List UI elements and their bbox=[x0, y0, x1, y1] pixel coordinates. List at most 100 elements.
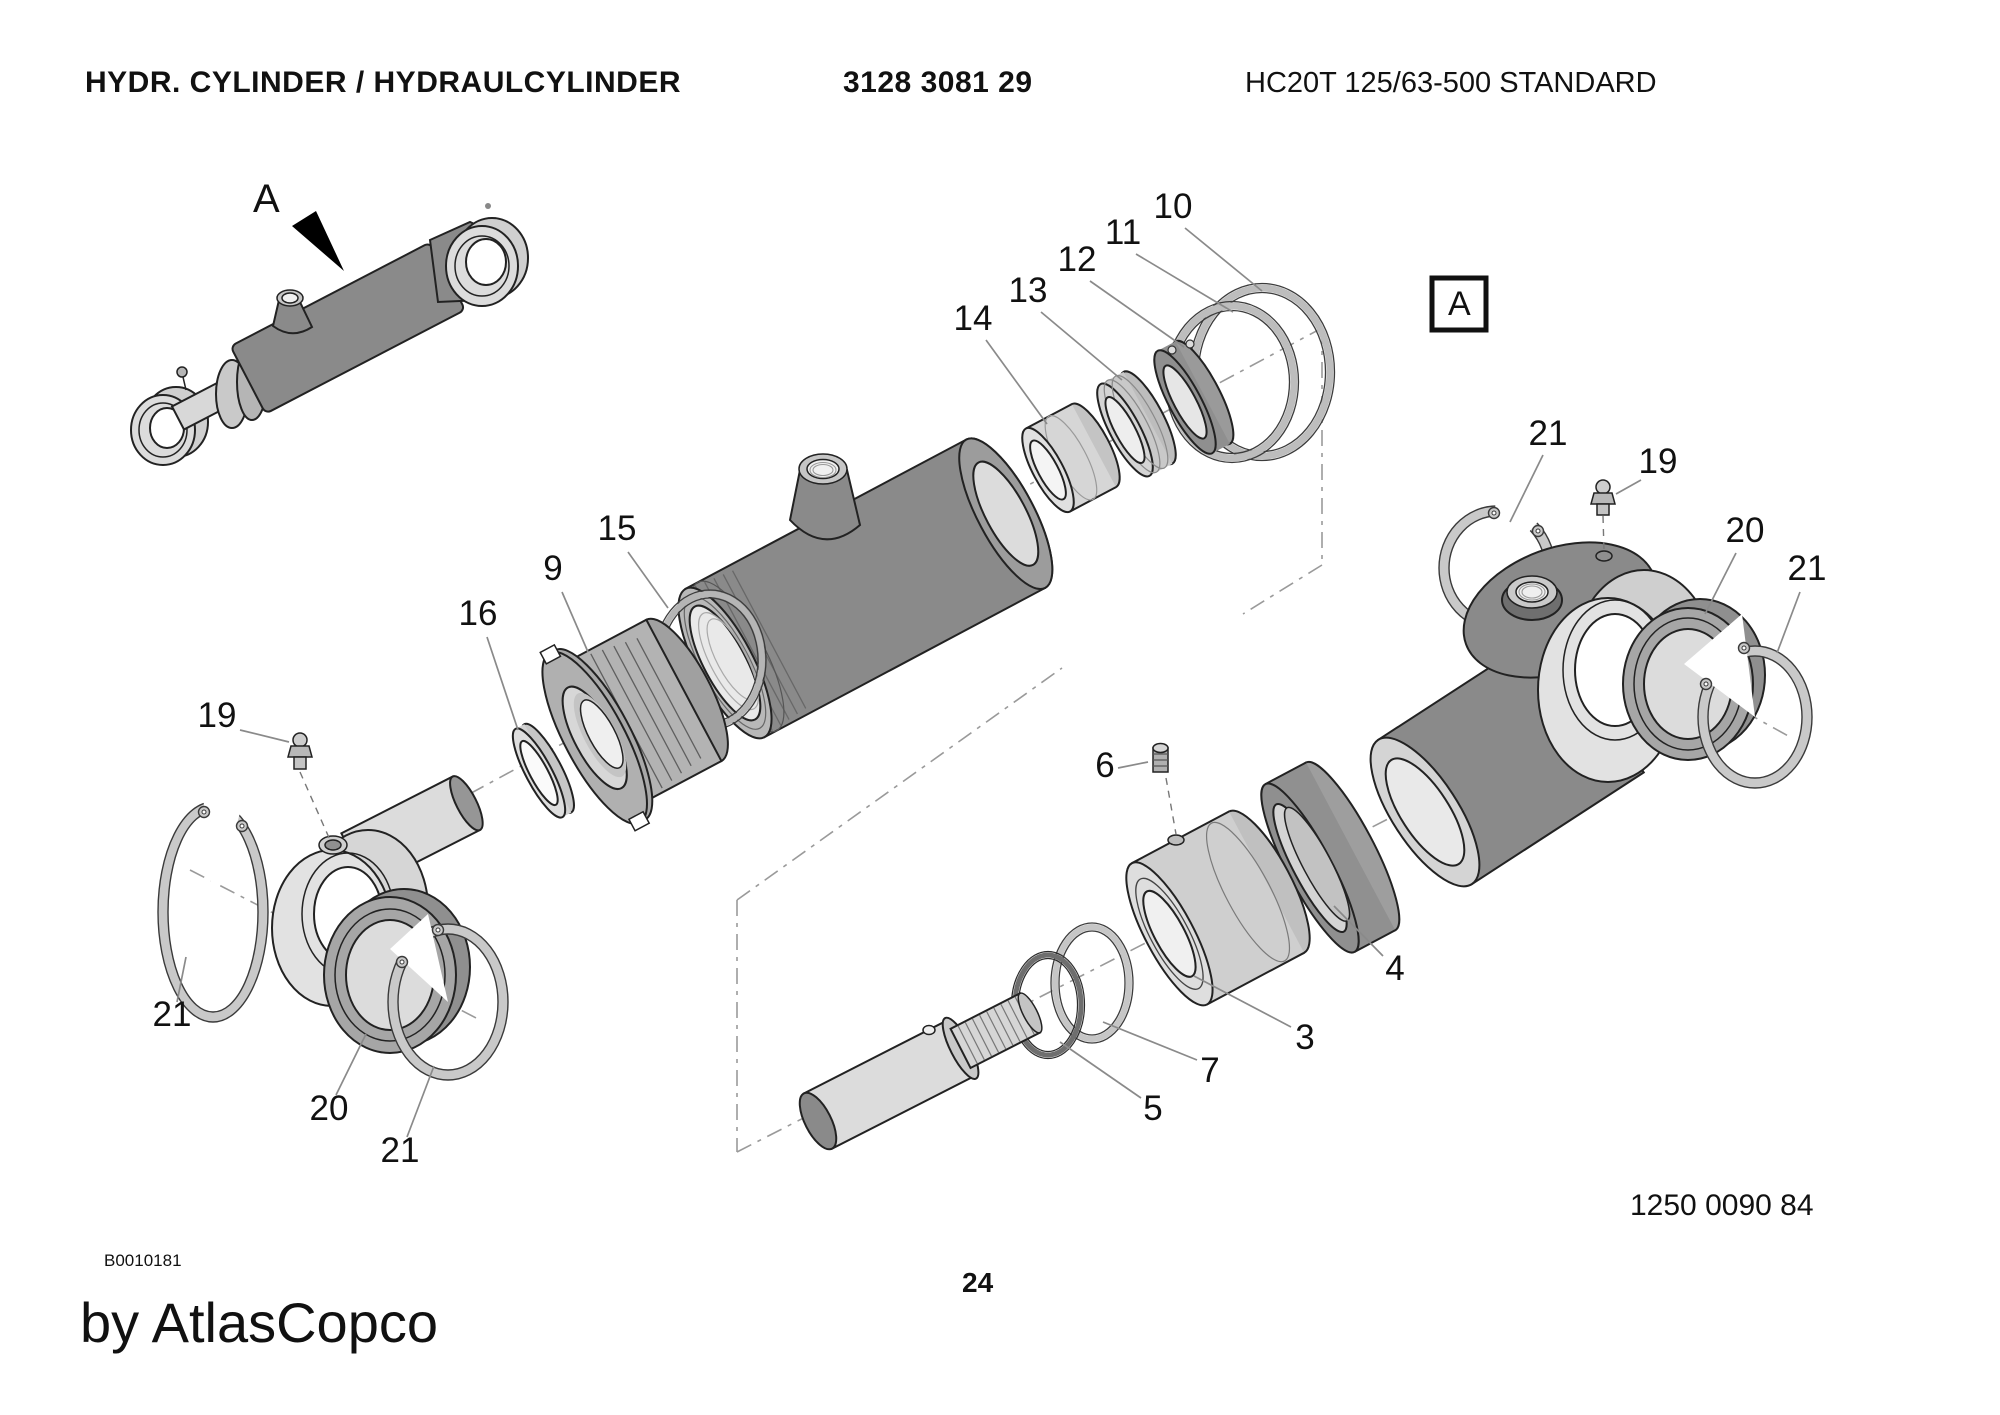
leader-line bbox=[1776, 591, 1801, 654]
leader-line bbox=[1333, 905, 1384, 957]
ring-12-lug-hole bbox=[1185, 339, 1195, 349]
axis-dash-line bbox=[1242, 564, 1323, 615]
leader-line bbox=[1704, 552, 1737, 615]
rod-eye-assembly bbox=[157, 732, 509, 1081]
leader-line bbox=[1615, 479, 1642, 495]
leader-line bbox=[985, 339, 1048, 425]
circlip-21-left bbox=[157, 783, 269, 1023]
gland-notch bbox=[539, 643, 562, 665]
part-callout-21: 21 bbox=[1529, 414, 1568, 453]
leader-line bbox=[1193, 975, 1292, 1028]
grease-nipple-19-left bbox=[287, 732, 313, 770]
circlip-21-right-lower bbox=[1684, 614, 1813, 789]
page-number: 24 bbox=[962, 1267, 994, 1298]
part-callout-4: 4 bbox=[1385, 949, 1404, 988]
alignment-dash-line bbox=[299, 771, 331, 841]
set-screw-hole bbox=[1167, 834, 1185, 846]
leader-line bbox=[561, 591, 589, 653]
head-eye-hole bbox=[465, 238, 507, 286]
piston-seal-4 bbox=[1260, 760, 1401, 954]
alignment-guides bbox=[299, 515, 1605, 841]
leader-line bbox=[1135, 253, 1234, 313]
model-designation: HC20T 125/63-500 STANDARD bbox=[1245, 67, 1657, 99]
brand-line: by AtlasCopco bbox=[80, 1291, 438, 1354]
part-number: 3128 3081 29 bbox=[843, 66, 1033, 99]
leader-line bbox=[1117, 761, 1149, 769]
part-callout-13: 13 bbox=[1009, 271, 1048, 310]
part-callout-20: 20 bbox=[310, 1089, 349, 1128]
retaining-ring-12 bbox=[1153, 339, 1235, 455]
leader-line bbox=[486, 636, 519, 731]
part-callout-3: 3 bbox=[1295, 1018, 1314, 1057]
page-title: HYDR. CYLINDER / HYDRAULCYLINDER bbox=[85, 66, 681, 99]
detail-box bbox=[1429, 275, 1489, 333]
part-callout-11: 11 bbox=[1105, 213, 1141, 252]
detail-box-label: A bbox=[1448, 285, 1471, 323]
leader-line bbox=[1102, 1021, 1198, 1061]
circlip-21-left-front bbox=[387, 914, 509, 1081]
part-callout-19: 19 bbox=[198, 696, 237, 735]
leader-line bbox=[1040, 311, 1123, 381]
port-boss-small bbox=[271, 299, 314, 335]
leader-line bbox=[627, 551, 669, 609]
part-callout-15: 15 bbox=[598, 509, 637, 548]
guide-bushing-14 bbox=[1021, 402, 1121, 514]
part-callout-7: 7 bbox=[1200, 1051, 1219, 1090]
gland-group bbox=[511, 437, 1054, 832]
rod-seal-kit bbox=[1021, 282, 1336, 514]
leader-line bbox=[335, 1033, 367, 1096]
seal-ring-13 bbox=[1096, 370, 1177, 478]
grease-nipple-small bbox=[176, 366, 188, 378]
gland-nut-9 bbox=[539, 617, 729, 832]
axis-dash-line bbox=[736, 667, 1063, 901]
detail-pointer-triangle bbox=[292, 211, 344, 271]
rod-pin-hole bbox=[922, 1024, 936, 1036]
part-callout-12: 12 bbox=[1058, 240, 1097, 279]
part-callout-19: 19 bbox=[1639, 442, 1678, 481]
part-callout-20: 20 bbox=[1726, 511, 1765, 550]
part-callout-14: 14 bbox=[954, 299, 993, 338]
piston-group bbox=[798, 742, 1401, 1151]
tube-rear-bore bbox=[972, 460, 1040, 567]
grease-hole-right bbox=[1595, 550, 1613, 562]
leader-line bbox=[239, 729, 290, 743]
leader-line bbox=[1059, 1041, 1142, 1099]
part-callout-9: 9 bbox=[543, 549, 562, 588]
part-callout-21: 21 bbox=[1788, 549, 1827, 588]
part-callout-21: 21 bbox=[153, 995, 192, 1034]
ring-12-lug-hole bbox=[1167, 345, 1177, 355]
grease-hole-left bbox=[324, 839, 342, 851]
rod-eye-rim bbox=[138, 402, 188, 458]
cylinder-tube-small bbox=[231, 243, 465, 413]
detail-box-marker: A bbox=[1429, 275, 1489, 333]
leader-line bbox=[1509, 454, 1544, 523]
assembled-cylinder-view: A bbox=[130, 177, 529, 466]
part-callout-6: 6 bbox=[1095, 746, 1114, 785]
drawing-number: 1250 0090 84 bbox=[1630, 1189, 1814, 1222]
part-callout-5: 5 bbox=[1143, 1089, 1162, 1128]
piston-rod-rear-segment bbox=[798, 992, 1043, 1151]
leader-line bbox=[176, 956, 187, 1003]
leader-line bbox=[1089, 280, 1185, 348]
cylinder-tube bbox=[677, 437, 1054, 740]
set-screw-6 bbox=[1152, 742, 1169, 773]
part-callout-21: 21 bbox=[381, 1131, 420, 1170]
rod-cut-end-rear bbox=[798, 1091, 838, 1151]
wiper-ring-16 bbox=[511, 722, 575, 819]
rod-cut-end bbox=[449, 775, 484, 832]
piston-3 bbox=[1125, 809, 1311, 1007]
gland-notch bbox=[627, 810, 651, 832]
part-callout-10: 10 bbox=[1154, 187, 1193, 226]
leader-line bbox=[406, 1065, 435, 1138]
grease-nipple-19-right bbox=[1590, 479, 1616, 516]
rear-cap-assembly bbox=[1369, 479, 1813, 888]
o-ring-7 bbox=[1050, 922, 1134, 1044]
rear-cap-bore bbox=[1384, 757, 1466, 867]
leader-line bbox=[1184, 227, 1263, 292]
part-callout-16: 16 bbox=[459, 594, 498, 633]
alignment-dash-line bbox=[1165, 777, 1177, 835]
document-code: B0010181 bbox=[104, 1251, 182, 1270]
port-boss bbox=[788, 469, 862, 541]
